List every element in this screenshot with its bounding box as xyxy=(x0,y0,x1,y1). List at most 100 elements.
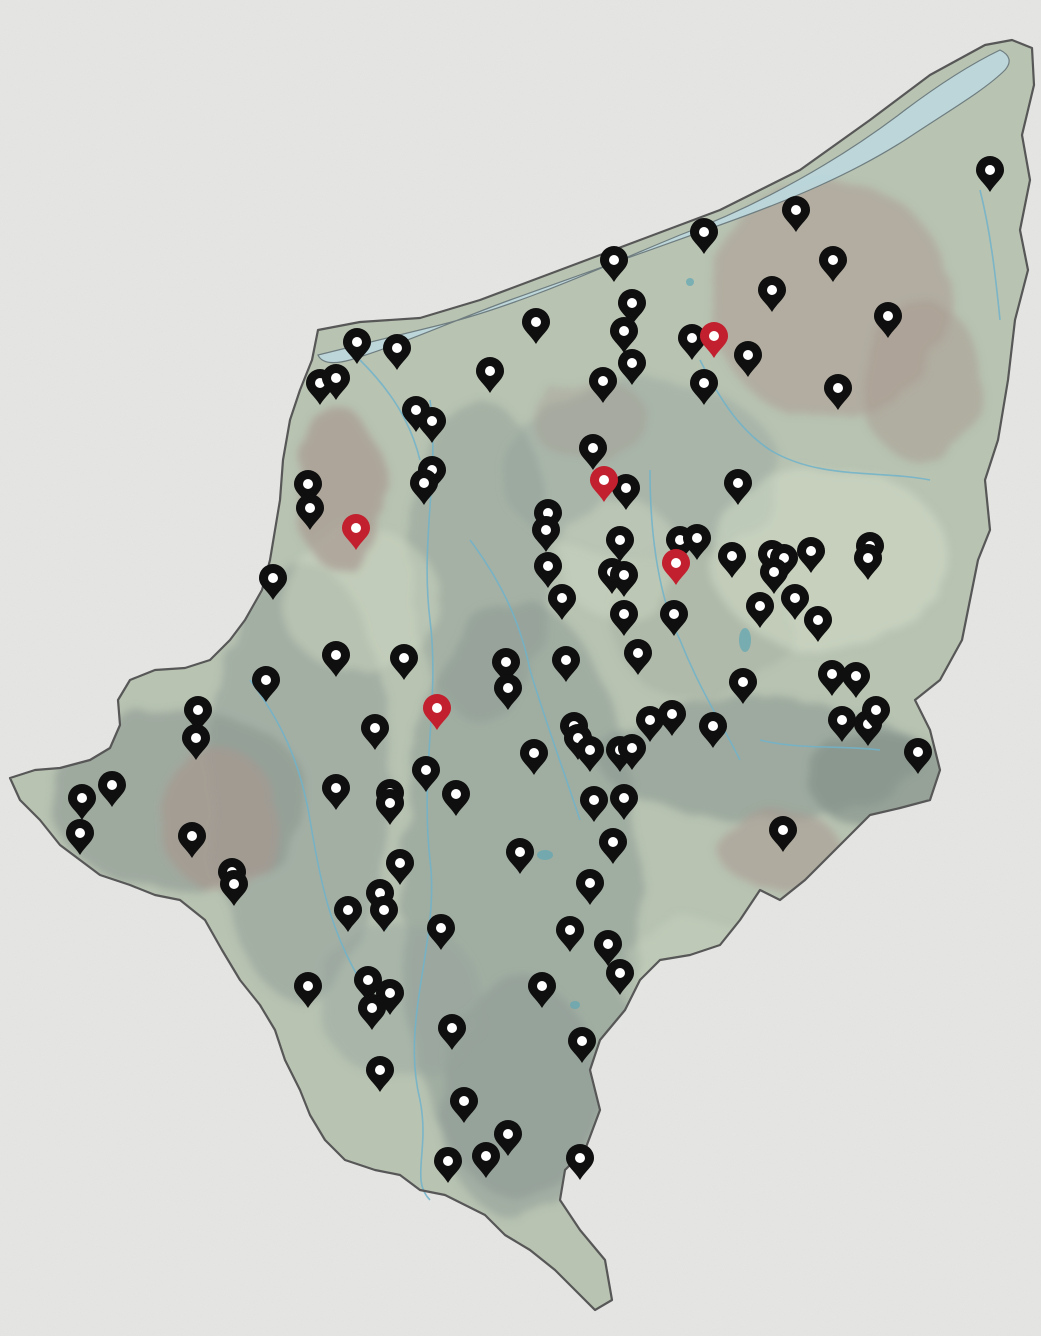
map-marker-black[interactable] xyxy=(294,470,322,506)
map-marker-black[interactable] xyxy=(532,516,560,552)
map-marker-black[interactable] xyxy=(824,374,852,410)
map-marker-black[interactable] xyxy=(410,469,438,505)
map-marker-black[interactable] xyxy=(376,979,404,1015)
map-marker-black[interactable] xyxy=(782,196,810,232)
map-marker-black[interactable] xyxy=(376,789,404,825)
map-marker-black[interactable] xyxy=(594,930,622,966)
map-marker-black[interactable] xyxy=(294,972,322,1008)
map-marker-black[interactable] xyxy=(534,552,562,588)
map-marker-black[interactable] xyxy=(976,156,1004,192)
map-marker-black[interactable] xyxy=(520,739,548,775)
map-marker-black[interactable] xyxy=(600,246,628,282)
map-marker-black[interactable] xyxy=(606,959,634,995)
map-marker-black[interactable] xyxy=(610,784,638,820)
map-marker-black[interactable] xyxy=(599,828,627,864)
map-marker-black[interactable] xyxy=(494,1120,522,1156)
map-marker-black[interactable] xyxy=(390,644,418,680)
map-marker-black[interactable] xyxy=(746,592,774,628)
map-marker-black[interactable] xyxy=(178,822,206,858)
map-marker-black[interactable] xyxy=(636,706,664,742)
map-marker-black[interactable] xyxy=(370,896,398,932)
map-marker-black[interactable] xyxy=(804,606,832,642)
map-marker-black[interactable] xyxy=(494,674,522,710)
map-marker-black[interactable] xyxy=(322,641,350,677)
map-marker-black[interactable] xyxy=(528,972,556,1008)
map-marker-red[interactable] xyxy=(590,466,618,502)
map-marker-black[interactable] xyxy=(610,317,638,353)
map-marker-black[interactable] xyxy=(566,1144,594,1180)
map-marker-black[interactable] xyxy=(184,696,212,732)
map-marker-black[interactable] xyxy=(797,537,825,573)
map-marker-black[interactable] xyxy=(68,784,96,820)
map-marker-black[interactable] xyxy=(426,913,455,950)
map-marker-black[interactable] xyxy=(699,712,727,748)
map-marker-black[interactable] xyxy=(781,584,809,620)
map-marker-black[interactable] xyxy=(618,289,646,325)
map-marker-black[interactable] xyxy=(66,819,94,855)
map-marker-black[interactable] xyxy=(610,600,638,636)
map-marker-black[interactable] xyxy=(624,639,652,675)
map-marker-black[interactable] xyxy=(658,700,686,736)
map-marker-black[interactable] xyxy=(358,994,386,1030)
map-marker-black[interactable] xyxy=(760,558,788,594)
map-marker-black[interactable] xyxy=(418,407,446,443)
map-marker-red[interactable] xyxy=(700,322,728,358)
map-marker-black[interactable] xyxy=(576,869,604,905)
map-marker-black[interactable] xyxy=(259,564,287,600)
map-marker-black[interactable] xyxy=(842,662,870,698)
map-marker-black[interactable] xyxy=(589,367,617,403)
map-marker-black[interactable] xyxy=(366,1056,394,1092)
map-marker-red[interactable] xyxy=(662,549,690,585)
map-marker-black[interactable] xyxy=(438,1014,466,1050)
map-marker-black[interactable] xyxy=(769,816,797,852)
map-marker-black[interactable] xyxy=(818,660,846,696)
map-marker-black[interactable] xyxy=(472,1142,500,1178)
map-marker-black[interactable] xyxy=(354,966,382,1002)
map-marker-black[interactable] xyxy=(402,396,430,432)
map-marker-black[interactable] xyxy=(182,724,210,760)
map-marker-black[interactable] xyxy=(729,668,757,704)
map-marker-black[interactable] xyxy=(580,786,608,822)
map-marker-black[interactable] xyxy=(618,349,646,385)
map-marker-black[interactable] xyxy=(412,756,440,792)
map-marker-black[interactable] xyxy=(334,896,362,932)
map-marker-black[interactable] xyxy=(678,324,706,360)
map-marker-black[interactable] xyxy=(383,334,411,370)
map-marker-black[interactable] xyxy=(296,494,324,530)
map-marker-black[interactable] xyxy=(556,916,584,952)
map-marker-black[interactable] xyxy=(322,774,350,810)
map-marker-black[interactable] xyxy=(343,328,371,364)
map-marker-black[interactable] xyxy=(522,308,550,344)
map-marker-black[interactable] xyxy=(862,696,890,732)
map-marker-black[interactable] xyxy=(618,734,646,770)
map-marker-black[interactable] xyxy=(854,544,882,580)
map-marker-black[interactable] xyxy=(433,1146,462,1183)
map-marker-black[interactable] xyxy=(252,666,280,702)
map-marker-black[interactable] xyxy=(683,524,711,560)
map-marker-black[interactable] xyxy=(322,364,350,400)
map-marker-black[interactable] xyxy=(220,870,248,906)
map-marker-black[interactable] xyxy=(506,838,534,874)
map-marker-black[interactable] xyxy=(610,561,638,597)
map-marker-black[interactable] xyxy=(442,780,470,816)
map-marker-black[interactable] xyxy=(386,849,414,885)
map-marker-black[interactable] xyxy=(718,542,746,578)
map-marker-black[interactable] xyxy=(361,714,389,750)
map-marker-black[interactable] xyxy=(576,736,604,772)
map-marker-black[interactable] xyxy=(450,1087,478,1123)
map-marker-black[interactable] xyxy=(568,1027,596,1063)
map-marker-black[interactable] xyxy=(476,357,504,393)
map-marker-black[interactable] xyxy=(548,584,576,620)
map-marker-black[interactable] xyxy=(904,738,932,774)
map-marker-black[interactable] xyxy=(660,600,688,636)
map-marker-black[interactable] xyxy=(690,369,718,405)
map-marker-black[interactable] xyxy=(606,526,634,562)
map-marker-black[interactable] xyxy=(819,246,847,282)
map-marker-black[interactable] xyxy=(828,706,856,742)
map-marker-black[interactable] xyxy=(492,648,520,684)
map-marker-red[interactable] xyxy=(342,514,370,550)
map-marker-black[interactable] xyxy=(758,276,786,312)
map-marker-black[interactable] xyxy=(97,770,127,807)
map-marker-red[interactable] xyxy=(423,694,451,730)
map-marker-black[interactable] xyxy=(552,646,580,682)
